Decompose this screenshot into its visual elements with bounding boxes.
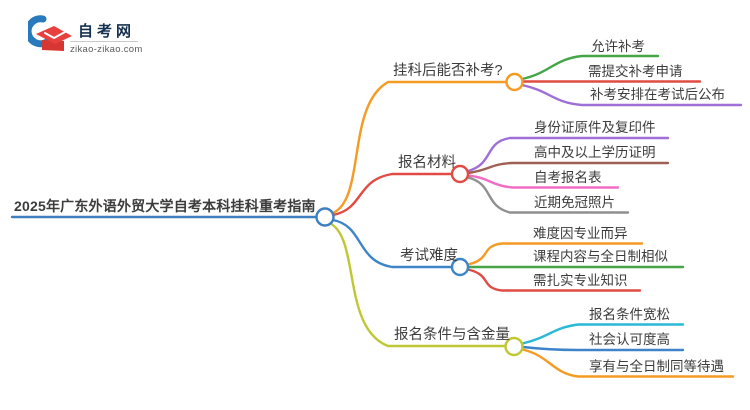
branch-3-child-1-connector — [466, 242, 644, 266]
branch-4-label[interactable]: 报名条件与含金量 — [394, 327, 510, 343]
logo-domain: zikao-zikao.com — [70, 44, 143, 55]
logo-divider — [70, 41, 138, 42]
branch-2-child-4-connector — [466, 176, 630, 214]
branch-2-label[interactable]: 报名材料 — [398, 155, 456, 171]
branch-3-child-3-connector — [466, 268, 642, 292]
branch-2-child-3-connector — [466, 174, 620, 189]
branch-2-connector — [331, 172, 454, 217]
branch-1-child-1-label[interactable]: 允许补考 — [591, 39, 645, 54]
branch-4-child-3-connector — [521, 348, 735, 378]
branch-4-child-1-connector — [521, 323, 685, 345]
logo-title: 自考网 — [78, 23, 136, 40]
branch-2-child-2-connector — [466, 161, 670, 175]
branch-2-child-3-label[interactable]: 自考报名表 — [534, 170, 602, 185]
branch-3-child-3-label[interactable]: 需扎实专业知识 — [533, 273, 628, 288]
branch-4-child-1-label[interactable]: 报名条件宽松 — [589, 307, 670, 322]
branch-1-child-3-connector — [520, 83, 743, 107]
branch-4-child-3-label[interactable]: 享有与全日制同等待遇 — [589, 359, 724, 374]
branch-3-child-1-label[interactable]: 难度因专业而异 — [533, 226, 628, 241]
branch-1-node-circle[interactable] — [505, 72, 524, 92]
branch-2-child-1-connector — [466, 136, 670, 173]
branch-3-child-2-label[interactable]: 课程内容与全日制相似 — [533, 249, 668, 264]
branch-4-connector — [329, 222, 507, 348]
root-node-label[interactable]: 2025年广东外语外贸大学自考本科挂科重考指南 — [14, 198, 316, 214]
branch-3-connector — [331, 218, 454, 269]
branch-3-node-circle[interactable] — [450, 257, 470, 277]
graduation-cap-icon — [28, 15, 72, 51]
branch-2-node-circle[interactable] — [450, 164, 470, 184]
site-logo[interactable]: 自考网 zikao-zikao.com — [28, 10, 158, 58]
branch-4-node-circle[interactable] — [504, 336, 524, 357]
branch-1-child-3-label[interactable]: 补考安排在考试后公布 — [590, 87, 725, 102]
branch-2-child-4-label[interactable]: 近期免冠照片 — [534, 195, 615, 210]
branch-3-label[interactable]: 考试难度 — [400, 248, 458, 264]
branch-1-child-1-connector — [520, 54, 660, 81]
branch-2-child-2-label[interactable]: 高中及以上学历证明 — [534, 145, 656, 160]
branch-2-child-1-label[interactable]: 身份证原件及复印件 — [534, 120, 656, 135]
branch-4-child-2-connector — [521, 345, 685, 352]
branch-1-connector — [331, 80, 508, 215]
branch-1-label[interactable]: 挂科后能否补考? — [393, 63, 503, 79]
root-node-circle[interactable] — [315, 207, 335, 227]
branch-4-child-2-label[interactable]: 社会认可度高 — [589, 332, 670, 347]
branch-1-child-2-label[interactable]: 需提交补考申请 — [588, 64, 683, 79]
